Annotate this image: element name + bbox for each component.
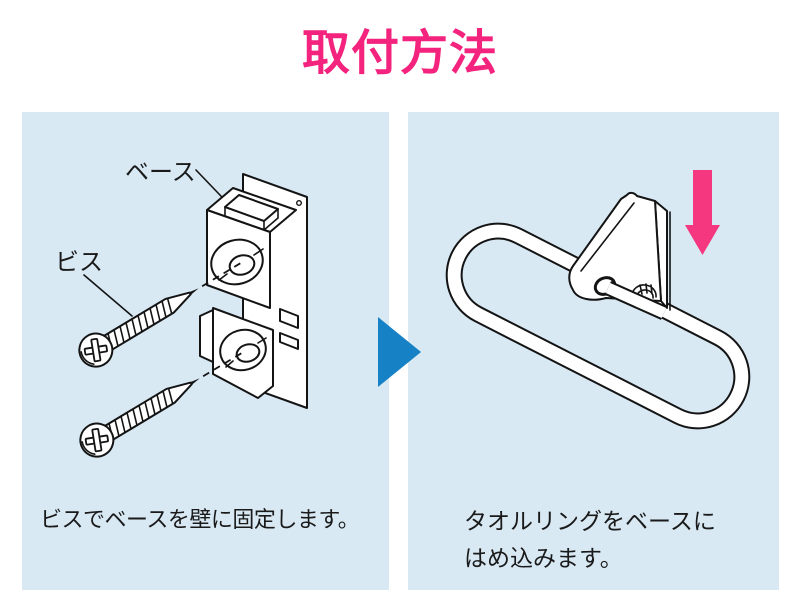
step-panel-2: タオルリングをベースに はめ込みます。 [408, 112, 779, 590]
step1-caption: ビスでベースを壁に固定します。 [40, 507, 360, 532]
next-step-arrow-icon [378, 317, 421, 387]
step2-caption-line1: タオルリングをベースに [464, 508, 716, 534]
label-base: ベース [125, 159, 196, 186]
base-hook-body [199, 187, 297, 399]
towel-ring-illustration [445, 170, 751, 430]
label-screw: ビス [55, 249, 103, 276]
push-down-arrow-icon [685, 170, 720, 255]
screw-label-leader-line [83, 274, 133, 317]
base-and-screws-illustration: ベース ビス [55, 159, 308, 464]
page-title: 取付方法 [301, 27, 498, 80]
ring-bar-through-bracket [604, 281, 668, 320]
step2-caption-line2: はめ込みます。 [464, 545, 623, 571]
step2-caption: タオルリングをベースに はめ込みます。 [464, 503, 774, 577]
step-panel-1: ベース ビス ビスでベースを壁に固定します。 [22, 112, 389, 590]
